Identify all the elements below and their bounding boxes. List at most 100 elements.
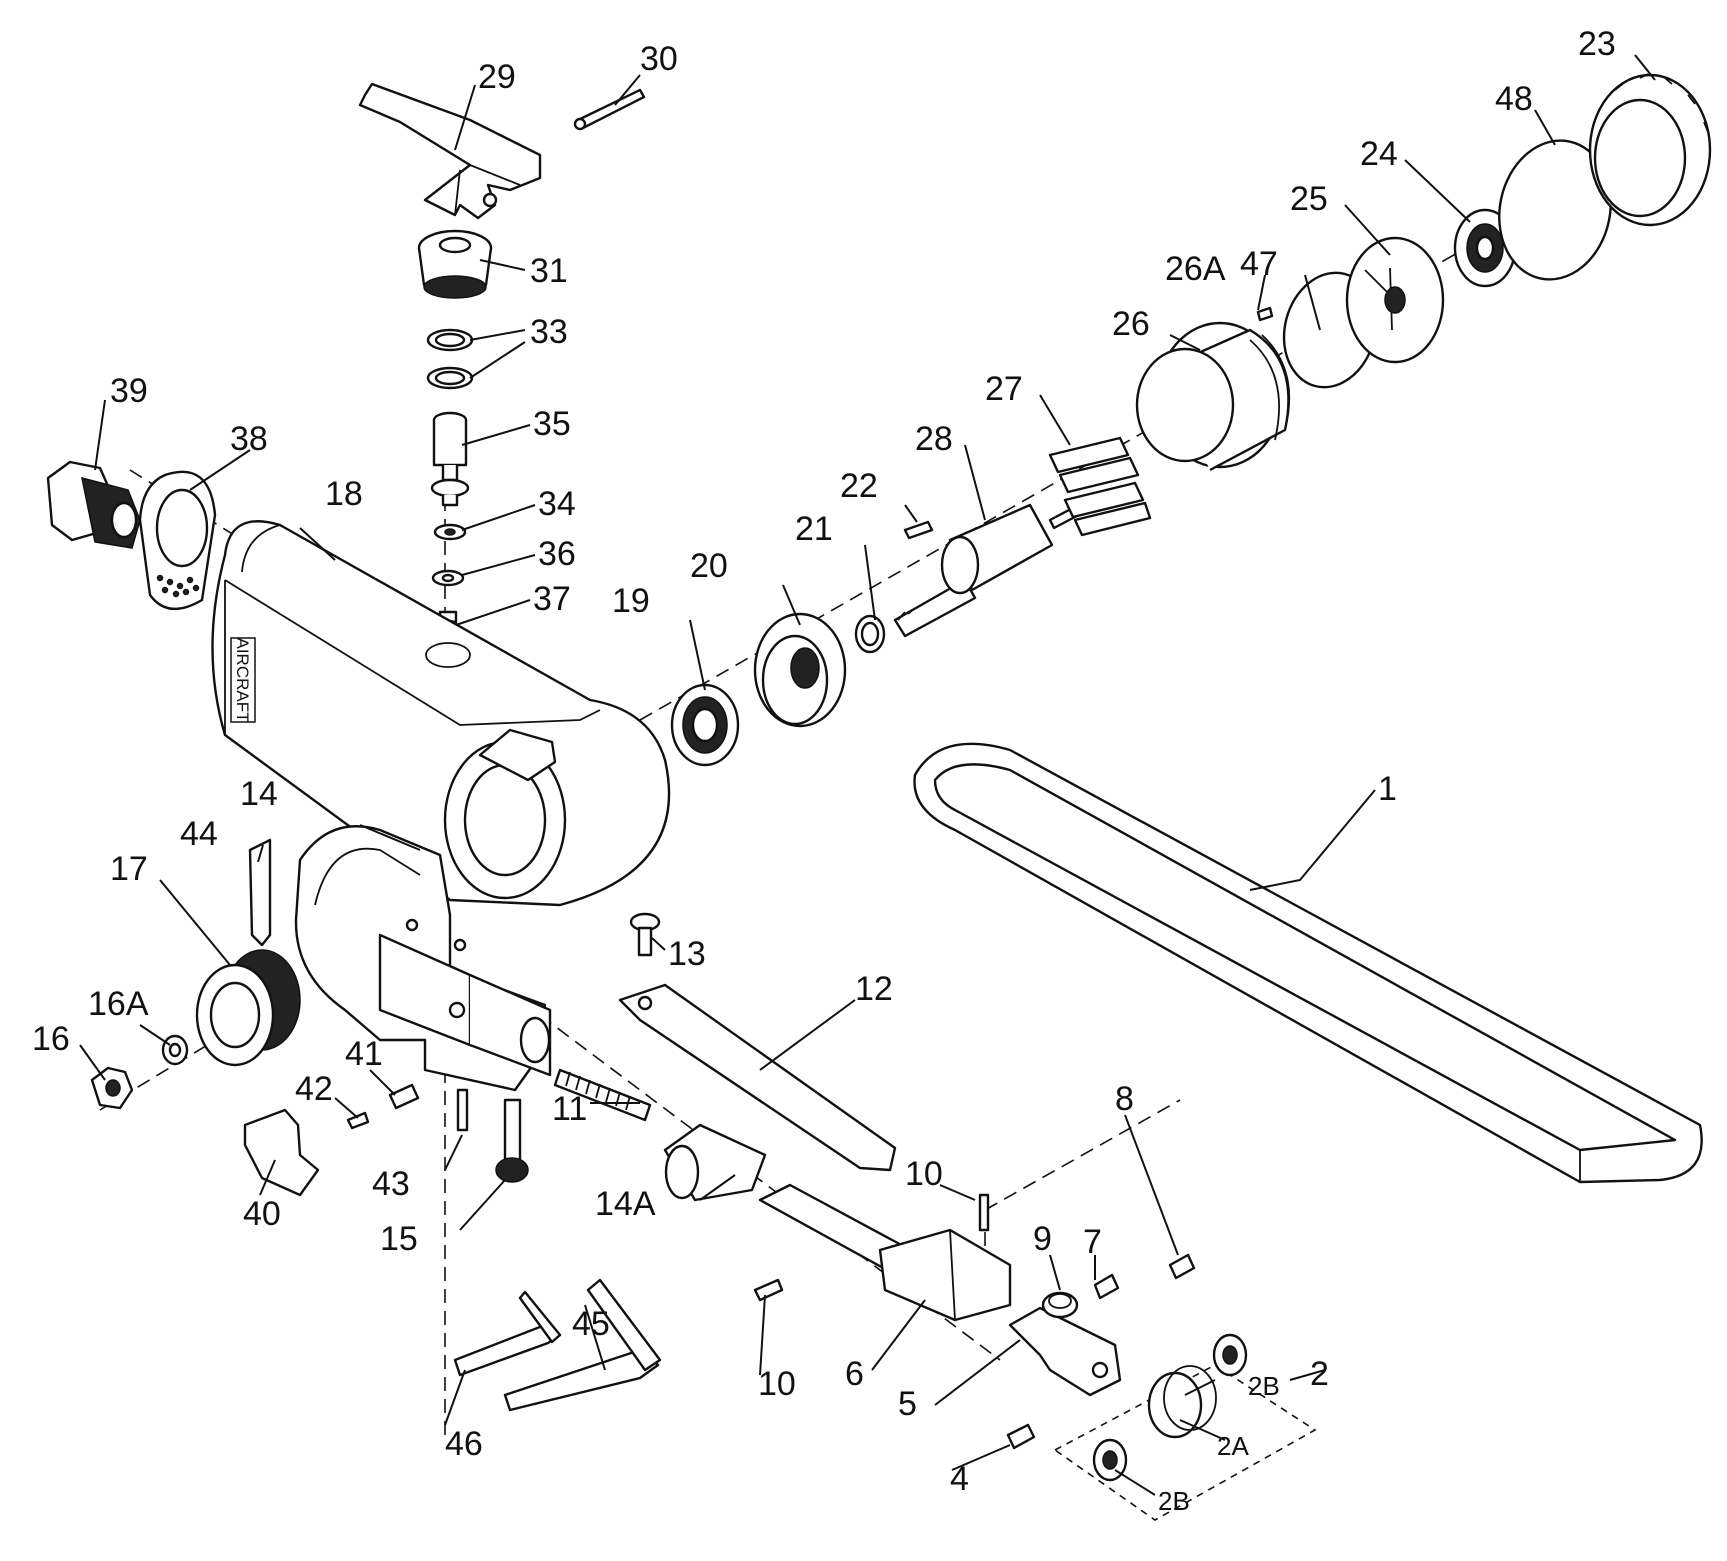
part-38-exhaust-plate — [138, 470, 217, 611]
callout-16: 16 — [32, 1020, 70, 1058]
callout-47: 47 — [1240, 245, 1278, 283]
part-6-tracking-arm — [758, 1183, 1012, 1322]
callout-34: 34 — [538, 485, 576, 523]
part-8-set-screw — [1168, 1253, 1196, 1280]
callout-42: 42 — [295, 1070, 333, 1108]
callout-10-upper: 10 — [905, 1155, 943, 1193]
callout-16a: 16A — [88, 985, 149, 1023]
callout-48: 48 — [1495, 80, 1533, 118]
part-36-washer — [431, 569, 465, 587]
callout-2b-upper: 2B — [1248, 1371, 1280, 1401]
part-16-nut — [90, 1066, 134, 1110]
callout-19: 19 — [612, 582, 650, 620]
part-23-clamp-nut — [1588, 73, 1712, 227]
part-28-rotor — [893, 498, 1094, 638]
part-26-cylinder — [1135, 321, 1291, 472]
callout-35: 35 — [533, 405, 571, 443]
callout-41: 41 — [345, 1035, 383, 1073]
callout-6: 6 — [845, 1355, 864, 1393]
callout-10-lower: 10 — [758, 1365, 796, 1403]
part-13-screw — [629, 912, 661, 957]
part-10-roll-pin-lower — [753, 1278, 784, 1302]
callout-43: 43 — [372, 1165, 410, 1203]
callout-22: 22 — [840, 467, 878, 505]
part-46-hex-key-small — [453, 1290, 562, 1377]
part-43-pin — [456, 1088, 469, 1132]
callout-1: 1 — [1378, 770, 1397, 808]
callout-23: 23 — [1578, 25, 1616, 63]
part-40-latch — [243, 1108, 320, 1197]
part-14a-sleeve — [663, 1123, 767, 1202]
part-10-roll-pin-upper — [978, 1193, 990, 1232]
callout-15: 15 — [380, 1220, 418, 1258]
callout-14: 14 — [240, 775, 278, 813]
callout-26: 26 — [1112, 305, 1150, 343]
callout-14a: 14A — [595, 1185, 656, 1223]
part-20-rear-end-plate — [753, 612, 847, 728]
part-11-tension-spring — [553, 1068, 652, 1122]
callout-5: 5 — [898, 1385, 917, 1423]
part-30-lever-pin — [573, 88, 646, 131]
callout-2b-lower: 2B — [1158, 1486, 1190, 1516]
callout-29: 29 — [478, 58, 516, 96]
callout-26a: 26A — [1165, 250, 1226, 288]
callout-11: 11 — [552, 1090, 587, 1128]
callout-leader-lines — [79, 54, 1656, 1496]
callout-36: 36 — [538, 535, 576, 573]
part-21-spacer-ring — [854, 614, 886, 654]
callout-4: 4 — [950, 1460, 969, 1498]
callout-2a: 2A — [1217, 1431, 1249, 1461]
part-41-spring — [388, 1083, 420, 1110]
callout-27: 27 — [985, 370, 1023, 408]
part-19-rear-bearing — [670, 683, 740, 767]
svg-text:AIRCRAFT: AIRCRAFT — [233, 638, 252, 723]
part-35-valve-stem — [430, 411, 470, 507]
callout-9: 9 — [1033, 1220, 1052, 1258]
callout-12: 12 — [855, 970, 893, 1008]
part-27-rotor-blades — [1048, 436, 1152, 537]
part-5-tracking-bracket — [1008, 1306, 1122, 1397]
part-2-contact-wheel-kit — [1053, 1333, 1317, 1521]
part-34-washer — [433, 523, 467, 541]
part-48-o-ring — [1498, 139, 1612, 281]
part-18-motor-housing: AIRCRAFT — [211, 520, 671, 907]
part-22-key — [903, 520, 934, 540]
part-7-adjusting-screw — [1093, 1273, 1120, 1300]
callout-38: 38 — [230, 420, 268, 458]
part-33-o-rings — [426, 328, 474, 390]
part-39-air-inlet-fitting — [46, 460, 141, 549]
callout-40: 40 — [243, 1195, 281, 1233]
part-9-spring — [1041, 1291, 1079, 1319]
callout-33: 33 — [530, 313, 568, 351]
callout-25: 25 — [1290, 180, 1328, 218]
callout-7: 7 — [1083, 1223, 1102, 1261]
callout-44: 44 — [180, 815, 218, 853]
callout-28: 28 — [915, 420, 953, 458]
callout-20: 20 — [690, 547, 728, 585]
part-29-throttle-lever — [358, 82, 542, 220]
callout-46: 46 — [445, 1425, 483, 1463]
part-4-pin — [1006, 1423, 1036, 1450]
callout-45: 45 — [572, 1305, 610, 1343]
callout-17: 17 — [110, 850, 148, 888]
part-25-front-end-plate — [1345, 236, 1445, 364]
part-16a-washer — [161, 1034, 189, 1066]
callout-30: 30 — [640, 40, 678, 78]
callout-24: 24 — [1360, 135, 1398, 173]
callout-37: 37 — [533, 580, 571, 618]
part-45-hex-key-large — [503, 1278, 662, 1412]
callout-2: 2 — [1310, 1355, 1329, 1393]
part-44-plate — [248, 838, 272, 947]
callout-13: 13 — [668, 935, 706, 973]
callout-21: 21 — [795, 510, 833, 548]
callout-31: 31 — [530, 252, 568, 290]
part-26a-pin — [1256, 306, 1274, 322]
part-12-belt-guide-arm — [618, 983, 897, 1172]
housing-brand-marking: AIRCRAFT — [230, 637, 256, 723]
part-31-valve-bushing — [417, 229, 493, 299]
part-15-cap-screw — [495, 1098, 529, 1183]
callout-18: 18 — [325, 475, 363, 513]
callout-8: 8 — [1115, 1080, 1134, 1118]
callout-labels: 1 2 2A 2B 2B 4 5 6 7 8 9 10 10 11 12 13 … — [32, 25, 1616, 1516]
